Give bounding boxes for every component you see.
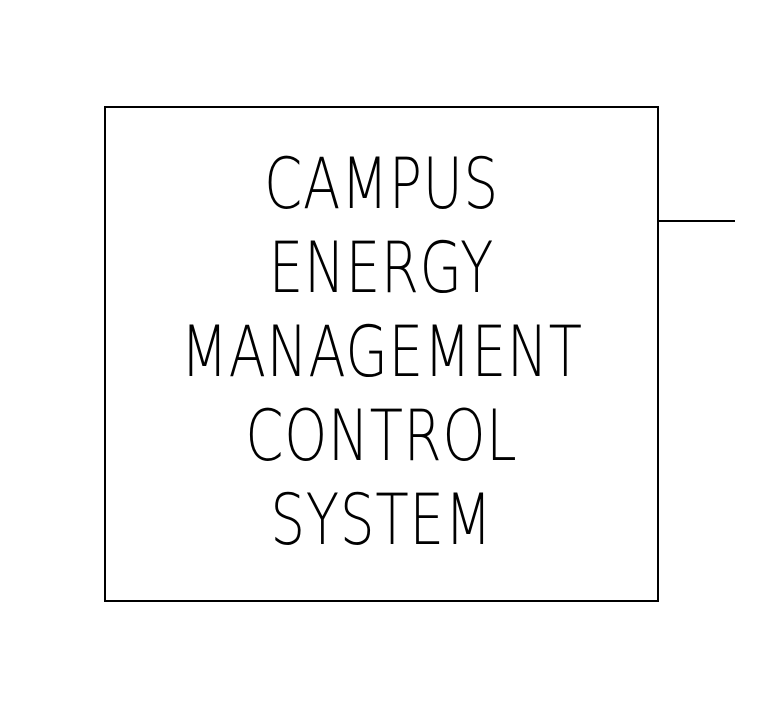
system-block — [104, 106, 659, 602]
connector-line — [657, 220, 735, 222]
system-block-label: CAMPUS ENERGY MANAGEMENT CONTROL SYSTEM — [104, 142, 659, 562]
label-line-4: CONTROL — [245, 395, 518, 477]
label-line-5: SYSTEM — [270, 479, 493, 561]
label-line-1: CAMPUS — [264, 143, 499, 225]
label-line-2: ENERGY — [268, 227, 495, 309]
label-line-3: MANAGEMENT — [180, 311, 583, 393]
